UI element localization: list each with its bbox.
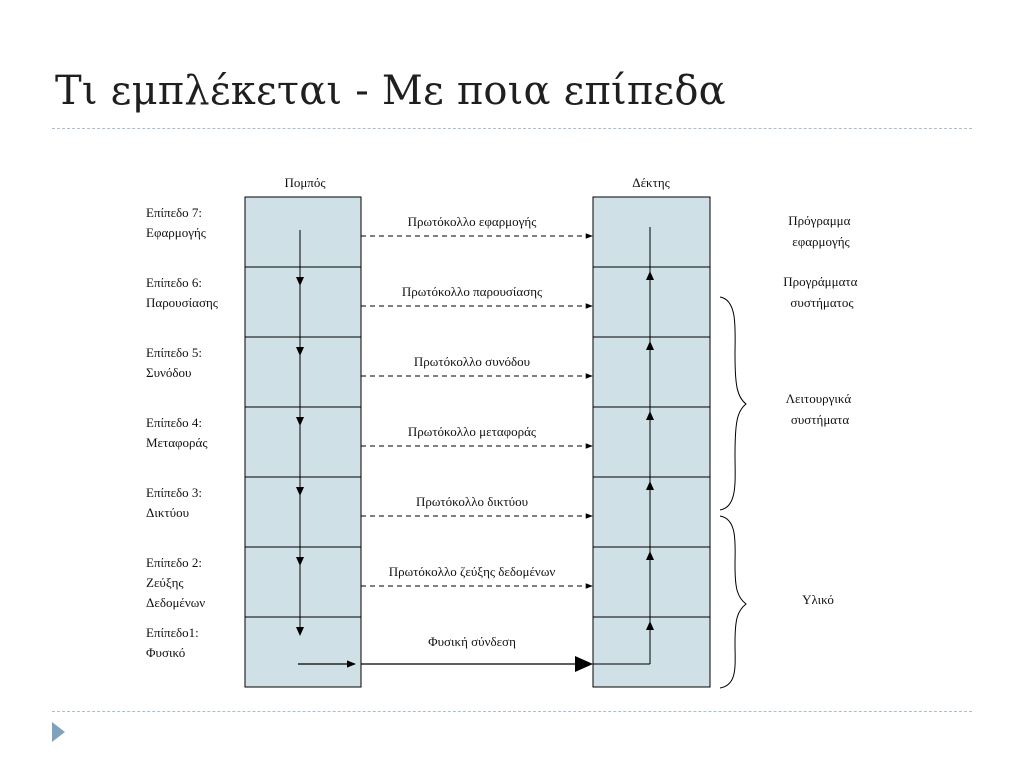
layer-name: Επίπεδο 4: Μεταφοράς xyxy=(146,415,208,450)
layer-name-line: Μεταφοράς xyxy=(146,435,208,450)
layer-name-line: Δεδομένων xyxy=(146,595,205,610)
layer-name: Επίπεδο 6: Παρουσίασης xyxy=(146,275,219,310)
layer-name-line: Επίπεδο 3: xyxy=(146,485,202,500)
down-arrowhead xyxy=(296,557,304,566)
down-arrowhead xyxy=(296,347,304,356)
layer-name-line: Επίπεδο 6: xyxy=(146,275,202,290)
protocol-label: Φυσική σύνδεση xyxy=(428,634,516,649)
protocol-label: Πρωτόκολλο συνόδου xyxy=(414,354,530,369)
layer-name-line: Επίπεδο 7: xyxy=(146,205,202,220)
layer-name-line: Συνόδου xyxy=(146,365,191,380)
receiver-stack xyxy=(592,196,711,688)
up-arrowhead xyxy=(646,271,654,280)
slide-title: Τι εμπλέκεται - Με ποια επίπεδα xyxy=(55,68,726,114)
data-flow-path xyxy=(296,227,654,668)
slide-bullet-icon xyxy=(52,722,65,742)
down-arrowhead xyxy=(296,417,304,426)
operating-systems-label: Λειτουργικά συστήματα xyxy=(786,391,855,427)
hardware-label: Υλικό xyxy=(802,592,834,607)
down-arrowhead xyxy=(296,487,304,496)
title-divider xyxy=(52,128,972,129)
operating-systems-brace xyxy=(719,296,747,511)
protocol-label: Πρωτόκολλο μεταφοράς xyxy=(408,424,537,439)
up-arrowhead xyxy=(646,411,654,420)
layer-name-line: Δικτύου xyxy=(146,505,189,520)
layer-name-line: Επίπεδο 2: xyxy=(146,555,202,570)
protocol-label: Πρωτόκολλο ζεύξης δεδομένων xyxy=(389,564,556,579)
protocol-label: Πρωτόκολλο εφαρμογής xyxy=(408,214,538,229)
receiver-label: Δέκτης xyxy=(632,175,670,190)
layer-name-line: Επίπεδο1: xyxy=(146,625,199,640)
down-arrowhead xyxy=(296,277,304,286)
up-arrowhead xyxy=(646,551,654,560)
protocol-label: Πρωτόκολλο παρουσίασης xyxy=(402,284,543,299)
layer-dividers xyxy=(245,266,710,618)
layer-name-line: Ζεύξης xyxy=(146,575,184,590)
layer-name-line: Επίπεδο 4: xyxy=(146,415,202,430)
layer-name: Επίπεδο1: Φυσικό xyxy=(146,625,199,660)
layer-name-line: Εφαρμογής xyxy=(146,225,207,240)
up-arrowhead xyxy=(646,621,654,630)
application-program-label: Πρόγραμμα εφαρμογής xyxy=(788,213,853,249)
system-programs-label: Προγράμματα συστήματος xyxy=(783,274,860,310)
sender-label: Πομπός xyxy=(284,175,326,190)
layer-name-line: Φυσικό xyxy=(146,645,185,660)
hardware-brace xyxy=(719,515,747,689)
footer-divider xyxy=(52,711,972,712)
layer-name: Επίπεδο 5: Συνόδου xyxy=(146,345,202,380)
sender-stack xyxy=(244,196,362,688)
up-arrowhead xyxy=(646,341,654,350)
layer-name-line: Επίπεδο 5: xyxy=(146,345,202,360)
layer-name: Επίπεδο 7: Εφαρμογής xyxy=(146,205,207,240)
protocol-label: Πρωτόκολλο δικτύου xyxy=(416,494,528,509)
physical-link-arrowhead xyxy=(575,656,593,672)
layer-name: Επίπεδο 3: Δικτύου xyxy=(146,485,202,520)
up-arrowhead xyxy=(646,481,654,490)
layer-name-line: Παρουσίασης xyxy=(146,295,219,310)
down-arrowhead xyxy=(296,627,304,636)
